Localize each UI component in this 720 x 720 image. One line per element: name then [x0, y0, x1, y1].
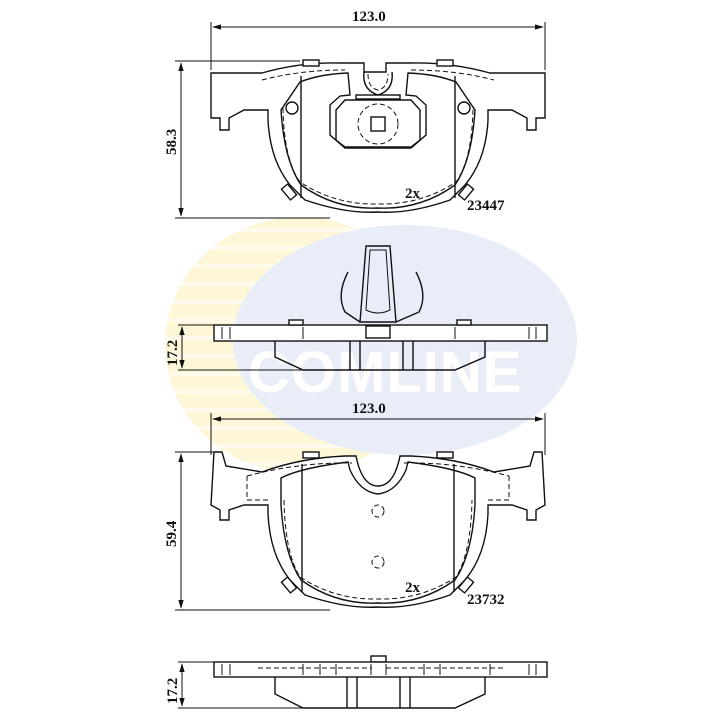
top-pad-height-dimension: 58.3: [164, 129, 180, 155]
top-pad-front-view: 123.0 58.3 2x 23447: [164, 9, 546, 219]
top-pad-width-dimension: 123.0: [352, 9, 386, 25]
watermark-brand-text: COMLINE: [248, 340, 522, 405]
bottom-pad-quantity: 2x: [405, 580, 421, 596]
top-pad-side-view: 17.2: [165, 245, 548, 371]
comline-watermark: COMLINE: [165, 217, 577, 473]
bottom-pad-height-dimension: 59.4: [164, 520, 180, 547]
top-side-thickness-dimension: 17.2: [165, 340, 181, 366]
top-pad-part-number: 23447: [467, 198, 505, 214]
bottom-pad-part-number: 23732: [467, 592, 505, 608]
bottom-pad-front-view: 123.0 59.4 2x 23732: [164, 401, 546, 611]
top-pad-quantity: 2x: [405, 186, 421, 202]
bottom-pad-width-dimension: 123.0: [352, 401, 386, 417]
bottom-side-thickness-dimension: 17.2: [165, 678, 181, 704]
bottom-pad-side-view: 17.2: [165, 655, 548, 709]
